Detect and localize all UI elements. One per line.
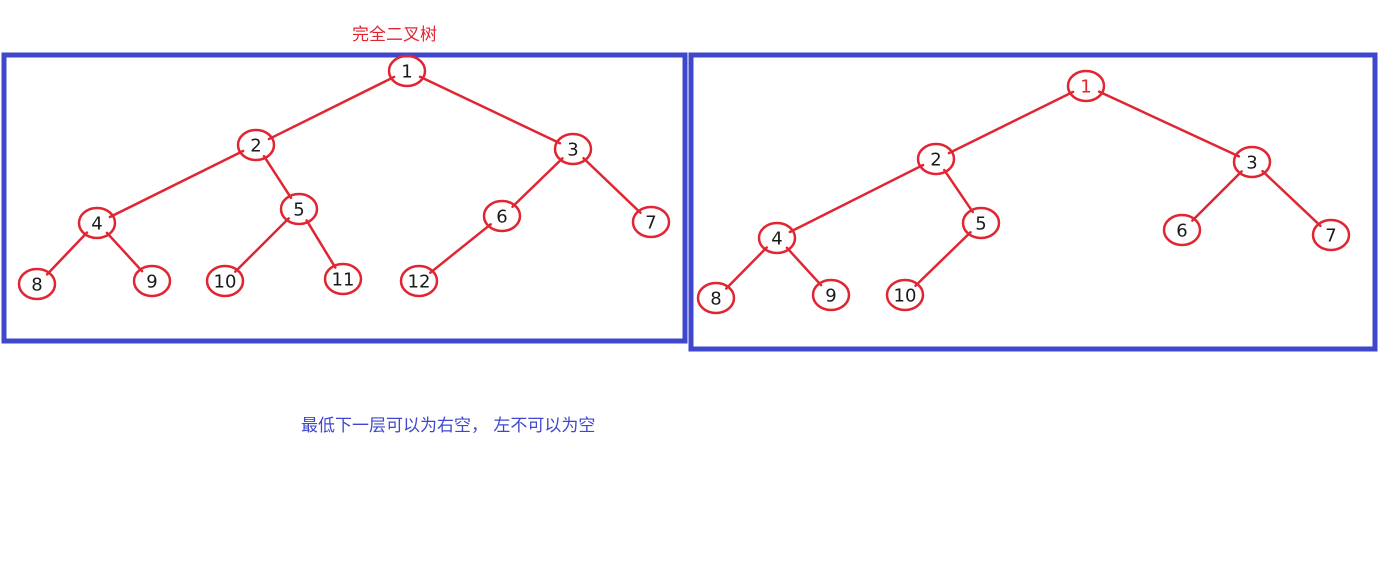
node-label: 5 xyxy=(293,200,304,221)
edge-4-9 xyxy=(785,246,823,287)
edge-3-6 xyxy=(1191,170,1243,222)
node-circle xyxy=(961,206,1001,240)
node-1: 1 xyxy=(1066,69,1106,103)
node-circle xyxy=(323,262,363,296)
node-11: 11 xyxy=(323,262,363,296)
node-label: 5 xyxy=(975,214,986,235)
edge-2-5 xyxy=(943,168,974,214)
tree-right: 1 2 3 4 5 6 7 8 9 10 xyxy=(696,69,1351,315)
node-circle xyxy=(387,54,427,88)
node-label: 6 xyxy=(496,207,507,228)
edge-2-4 xyxy=(108,149,245,219)
node-2: 2 xyxy=(916,142,956,176)
edge-4-8 xyxy=(45,231,89,276)
edge-1-3 xyxy=(1097,90,1241,158)
node-circle xyxy=(885,278,925,312)
node-circle xyxy=(1232,145,1272,179)
node-circle xyxy=(482,199,522,233)
frame-right xyxy=(688,52,1378,352)
node-9: 9 xyxy=(811,278,851,312)
node-circle xyxy=(1162,213,1202,247)
edge-1-3 xyxy=(418,75,562,145)
node-12: 12 xyxy=(399,264,439,298)
edge-5-10 xyxy=(234,217,290,273)
node-7: 7 xyxy=(1311,218,1351,252)
node-label: 9 xyxy=(825,286,836,307)
node-circle xyxy=(631,205,671,239)
node-label: 3 xyxy=(1246,153,1257,174)
node-circle xyxy=(77,206,117,240)
node-8: 8 xyxy=(17,267,57,301)
node-circle xyxy=(696,281,736,315)
node-label: 10 xyxy=(214,272,237,293)
node-label: 3 xyxy=(567,140,578,161)
node-label: 7 xyxy=(645,213,656,234)
node-label: 2 xyxy=(250,136,261,157)
node-7: 7 xyxy=(631,205,671,239)
node-label: 7 xyxy=(1325,226,1336,247)
node-label: 9 xyxy=(146,272,157,293)
diagram-title: 完全二叉树 xyxy=(352,25,437,45)
node-10: 10 xyxy=(885,278,925,312)
edge-1-2 xyxy=(947,90,1075,155)
node-3: 3 xyxy=(1232,145,1272,179)
node-label: 8 xyxy=(31,275,42,296)
node-4: 4 xyxy=(77,206,117,240)
node-label: 2 xyxy=(930,150,941,171)
node-1: 1 xyxy=(387,54,427,88)
edge-3-7 xyxy=(1261,169,1322,228)
node-9: 9 xyxy=(132,264,172,298)
node-circle xyxy=(17,267,57,301)
node-4: 4 xyxy=(757,221,797,255)
node-circle xyxy=(1066,69,1106,103)
node-8: 8 xyxy=(696,281,736,315)
node-circle xyxy=(205,264,245,298)
node-circle xyxy=(553,132,593,166)
edge-5-10 xyxy=(914,231,972,287)
node-label: 4 xyxy=(771,229,782,250)
edge-3-6 xyxy=(511,157,564,208)
edge-4-9 xyxy=(105,231,144,273)
node-circle xyxy=(1311,218,1351,252)
node-label: 12 xyxy=(408,272,431,293)
node-5: 5 xyxy=(279,192,319,226)
node-label: 6 xyxy=(1176,221,1187,242)
node-6: 6 xyxy=(482,199,522,233)
node-10: 10 xyxy=(205,264,245,298)
node-3: 3 xyxy=(553,132,593,166)
node-circle xyxy=(811,278,851,312)
node-label: 8 xyxy=(710,289,721,310)
node-6: 6 xyxy=(1162,213,1202,247)
node-circle xyxy=(236,128,276,162)
node-2: 2 xyxy=(236,128,276,162)
node-label: 1 xyxy=(401,62,412,83)
node-label: 1 xyxy=(1080,77,1091,98)
edge-3-7 xyxy=(582,156,642,215)
node-label: 10 xyxy=(894,286,917,307)
node-circle xyxy=(757,221,797,255)
diagram-note: 最低下一层可以为右空， 左不可以为空 xyxy=(301,416,596,436)
node-5: 5 xyxy=(961,206,1001,240)
edge-6-12 xyxy=(429,223,492,274)
node-circle xyxy=(279,192,319,226)
edge-2-5 xyxy=(262,154,293,200)
edge-2-4 xyxy=(788,163,925,234)
node-circle xyxy=(399,264,439,298)
node-circle xyxy=(916,142,956,176)
frame-left xyxy=(1,52,688,344)
node-label: 11 xyxy=(332,270,355,291)
edge-5-11 xyxy=(305,219,337,269)
edge-4-8 xyxy=(725,246,768,290)
edge-1-2 xyxy=(267,75,396,141)
node-circle xyxy=(132,264,172,298)
node-label: 4 xyxy=(91,214,102,235)
